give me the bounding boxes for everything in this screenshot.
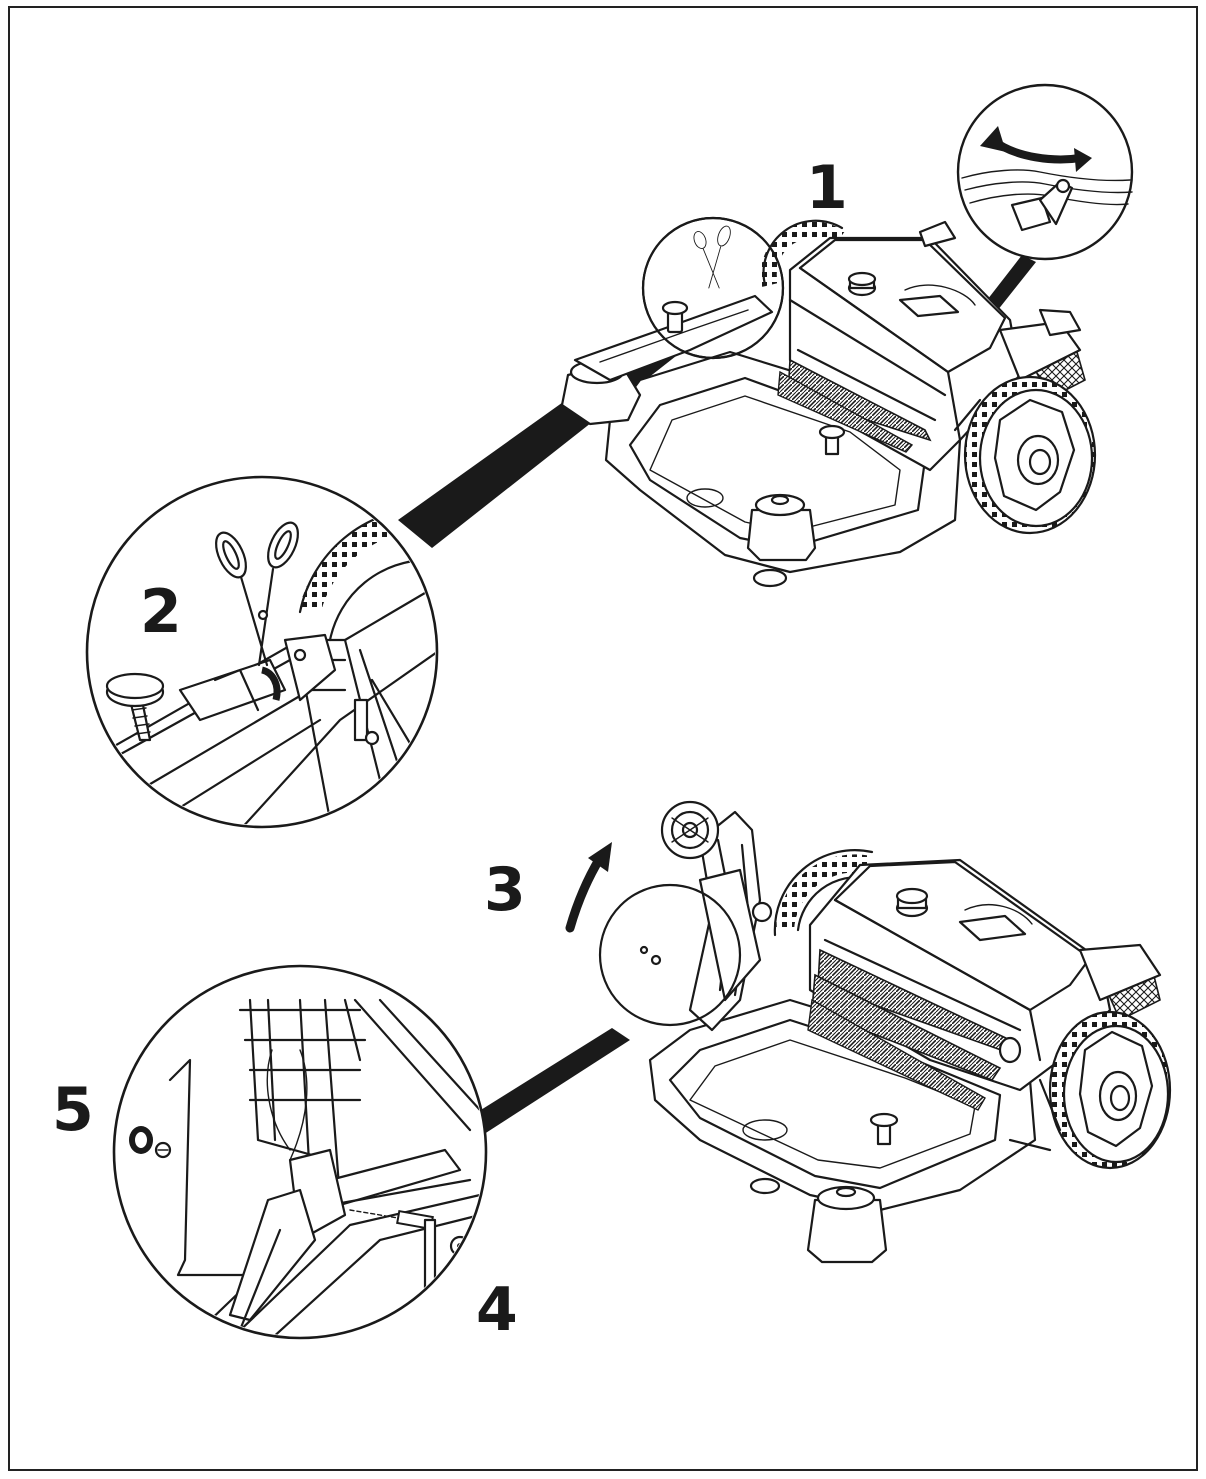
caster-foot-front	[746, 508, 817, 562]
step-label-5: 5	[52, 1075, 94, 1145]
knob-screw-icon	[105, 672, 165, 742]
zoom-circle-small-top	[641, 216, 785, 360]
latch-top	[898, 294, 960, 318]
caster-foot-front-bottom	[806, 1198, 888, 1264]
zoom-circle-2	[85, 475, 439, 829]
scissors-icon	[693, 225, 731, 289]
latch-clip	[1010, 196, 1052, 232]
gear-ring-top	[760, 221, 845, 287]
handle-arm-top	[573, 294, 774, 382]
step-label-4: 4	[476, 1275, 518, 1345]
latch-bottom	[958, 914, 1027, 942]
scissors-icon	[215, 521, 299, 667]
knob-screw-icon	[661, 300, 689, 316]
zoom-circle-4	[112, 964, 488, 1340]
rotate-arrow-icon	[565, 853, 605, 933]
leader-wedge-zoom-4	[468, 1028, 630, 1138]
zoom-circle-small-bottom	[598, 883, 742, 1027]
step-label-3: 3	[484, 855, 526, 925]
step-label-2: 2	[140, 577, 182, 647]
sweeper-top	[398, 219, 1097, 588]
sweeper-bottom	[468, 800, 1172, 1264]
brush-roller-icon	[777, 370, 914, 453]
zoom-circle-1	[956, 83, 1134, 261]
brush-roller-icon	[811, 973, 1002, 1081]
step-label-1: 1	[806, 153, 848, 223]
